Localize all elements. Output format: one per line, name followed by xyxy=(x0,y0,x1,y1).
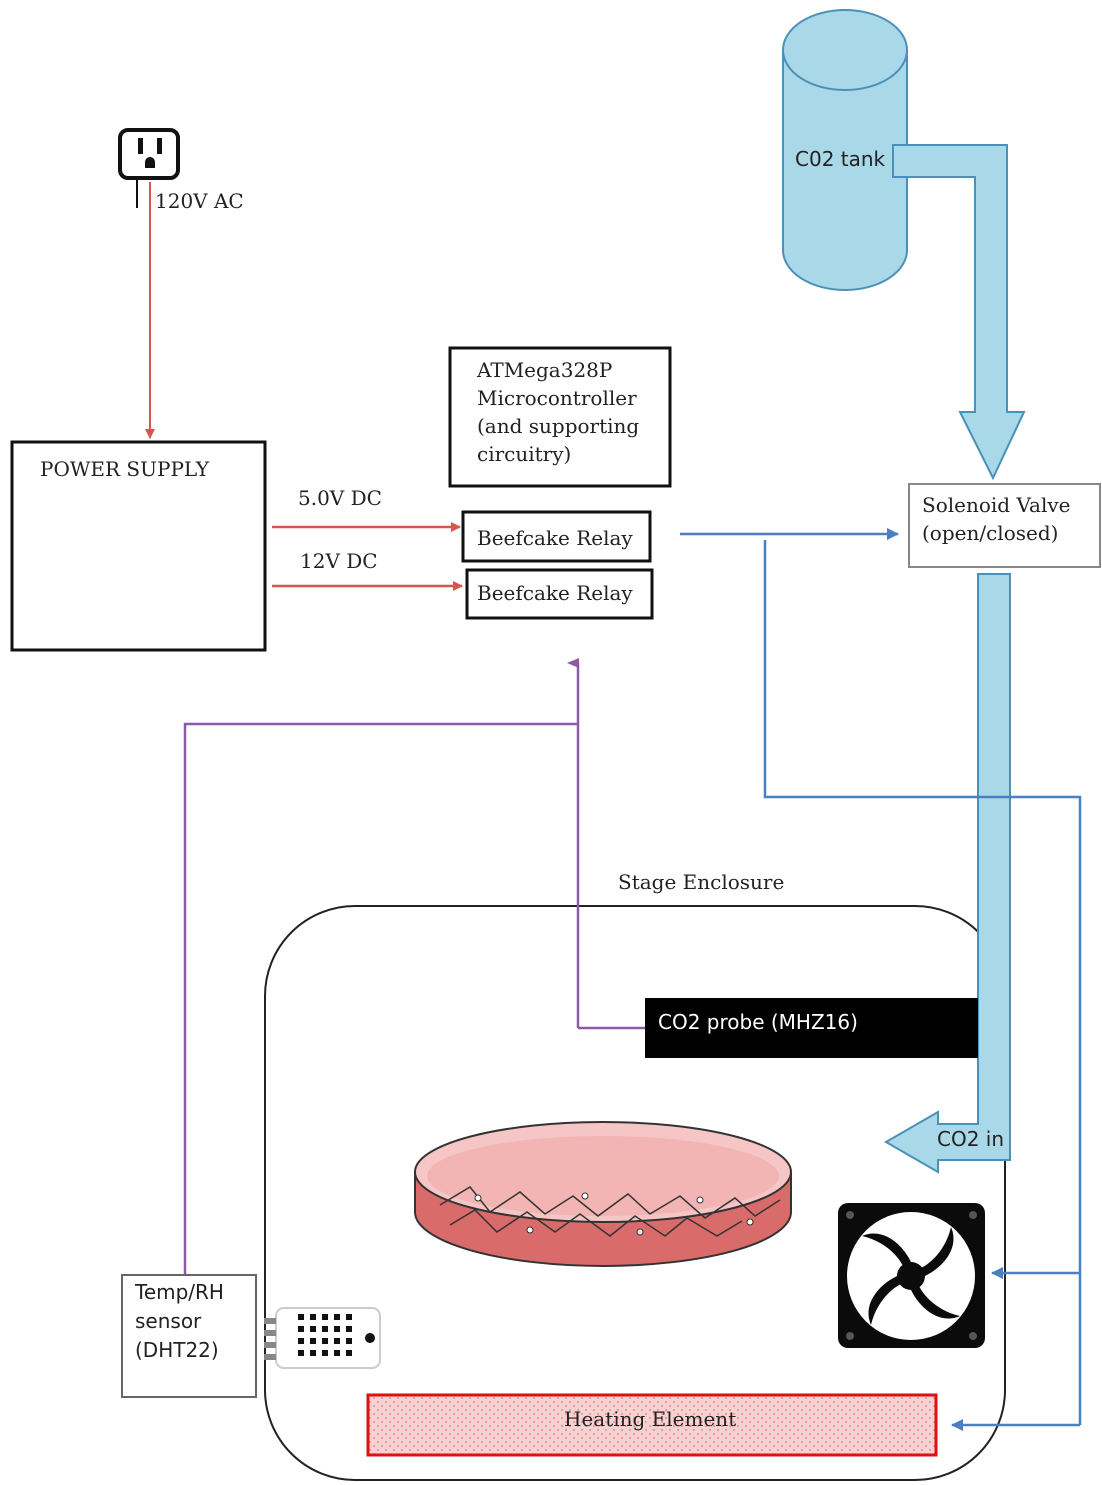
gas-pipe-tank-to-valve xyxy=(892,144,1026,481)
gas-pipe-valve-to-enclosure xyxy=(883,573,1011,1174)
relay-1-box xyxy=(461,510,652,563)
relay-2-box xyxy=(465,568,654,620)
solenoid-valve-box xyxy=(908,483,1101,568)
sensor-line-1: Temp/RH xyxy=(134,1280,224,1304)
signal-wires xyxy=(680,528,1082,1431)
dht22-sensor-icon xyxy=(264,1307,381,1369)
co2-tank-label: C02 tank xyxy=(795,147,886,171)
petri-dish-icon xyxy=(414,1121,792,1267)
mcu-line-1: ATMega328P xyxy=(476,358,612,382)
co2-probe-label: CO2 probe (MHZ16) xyxy=(658,1010,858,1034)
relay-2-label: Beefcake Relay xyxy=(477,581,633,605)
power-supply-box xyxy=(10,440,267,652)
heating-element xyxy=(366,1393,938,1457)
co2-probe-box xyxy=(645,998,978,1058)
stage-enclosure-label: Stage Enclosure xyxy=(618,870,784,894)
mcu-line-4: circuitry) xyxy=(477,442,571,466)
solenoid-line-2: (open/closed) xyxy=(922,521,1058,545)
power-supply-label: POWER SUPPLY xyxy=(40,457,210,481)
ac-label: 120V AC xyxy=(155,189,244,213)
stage-enclosure xyxy=(264,905,1006,1481)
relay-1-label: Beefcake Relay xyxy=(477,526,633,550)
sensor-line-3: (DHT22) xyxy=(135,1338,219,1362)
heating-element-label: Heating Element xyxy=(564,1407,736,1431)
mcu-line-3: (and supporting xyxy=(477,414,639,438)
mcu-line-2: Microcontroller xyxy=(477,386,637,410)
sensor-line-2: sensor xyxy=(135,1309,202,1333)
co2-in-label: CO2 in xyxy=(937,1127,1004,1151)
cooling-fan-icon xyxy=(838,1203,985,1348)
co2-tank xyxy=(782,9,908,291)
dc12-label: 12V DC xyxy=(300,549,378,573)
power-outlet-icon xyxy=(118,128,180,208)
temp-rh-sensor-box xyxy=(121,1274,257,1398)
microcontroller-box xyxy=(448,346,672,488)
sensor-wires xyxy=(183,658,645,1275)
solenoid-line-1: Solenoid Valve xyxy=(922,493,1071,517)
dc5-label: 5.0V DC xyxy=(298,486,382,510)
